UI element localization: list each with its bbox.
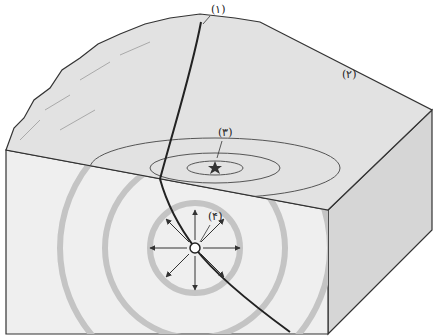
callout-number: (۴) (206, 210, 225, 223)
fault-line (160, 22, 201, 179)
wave-rays (150, 210, 240, 290)
terrain-hatch (20, 42, 150, 140)
focus-circle (190, 243, 200, 253)
epicenter-star (208, 161, 222, 174)
fault-plane (160, 179, 290, 332)
callout-number: (۲) (340, 68, 359, 81)
callout-number: (۳) (216, 126, 235, 139)
block-top (6, 14, 432, 210)
surface-waves (90, 138, 340, 198)
callout-number: (۱) (209, 3, 228, 16)
